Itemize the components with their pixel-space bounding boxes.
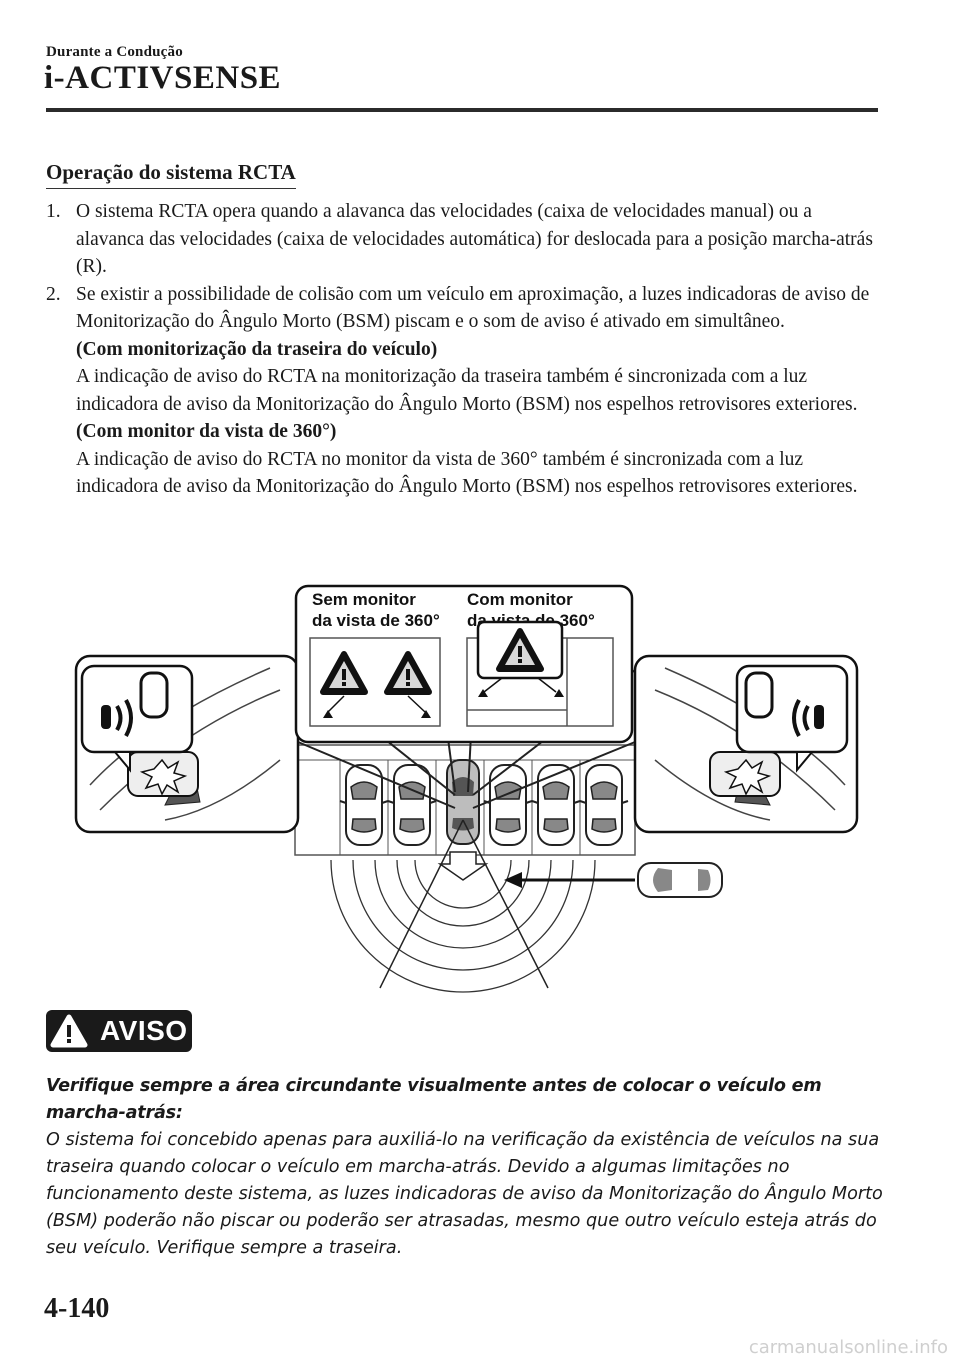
step-text: Se existir a possibilidade de colisão co… [76, 283, 870, 333]
step-text: O sistema RCTA opera quando a alavanca d… [76, 201, 873, 277]
monitor-panel: Sem monitor da vista de 360° Com monitor… [294, 584, 634, 744]
label-without-360: Sem monitor da vista de 360° [312, 590, 440, 630]
sub-heading-360-monitor: (Com monitor da vista de 360°) [76, 421, 337, 442]
warning-title: Verifique sempre a área circundante visu… [46, 1076, 822, 1123]
left-mirror-panel [74, 654, 300, 834]
reverse-arrow-icon [437, 851, 489, 881]
sub-text-rear-monitor: A indicação de aviso do RCTA na monitori… [76, 366, 858, 415]
chapter-title: i-ACTIVSENSE [44, 60, 282, 96]
warning-badge-label: AVISO [100, 1015, 188, 1046]
watermark: carmanualsonline.info [748, 1337, 948, 1358]
section-heading: Operação do sistema RCTA [46, 160, 296, 189]
warning-body: O sistema foi concebido apenas para auxi… [46, 1130, 883, 1258]
approaching-vehicle [504, 862, 723, 898]
warning-block: Verifique sempre a área circundante visu… [46, 1073, 886, 1262]
step-2: 2. Se existir a possibilidade de colisão… [46, 281, 876, 501]
step-1: 1. O sistema RCTA opera quando a alavanc… [46, 198, 876, 281]
warning-badge: AVISO [46, 1010, 192, 1052]
sub-text-360-monitor: A indicação de aviso do RCTA no monitor … [76, 448, 858, 498]
sensor-arcs [330, 859, 596, 993]
sub-heading-rear-monitor: (Com monitorização da traseira do veícul… [76, 338, 438, 360]
warning-triangle-icon [50, 1014, 88, 1048]
page-number: 4-140 [44, 1293, 110, 1324]
header-divider [46, 108, 878, 112]
own-vehicle [446, 759, 480, 845]
breadcrumb: Durante a Condução [46, 44, 183, 60]
step-number: 1. [46, 201, 61, 222]
right-mirror-panel [633, 654, 859, 834]
step-number: 2. [46, 283, 61, 305]
rcta-illustration: Sem monitor da vista de 360° Com monitor… [74, 584, 859, 993]
steps-list: 1. O sistema RCTA opera quando a alavanc… [46, 198, 876, 501]
